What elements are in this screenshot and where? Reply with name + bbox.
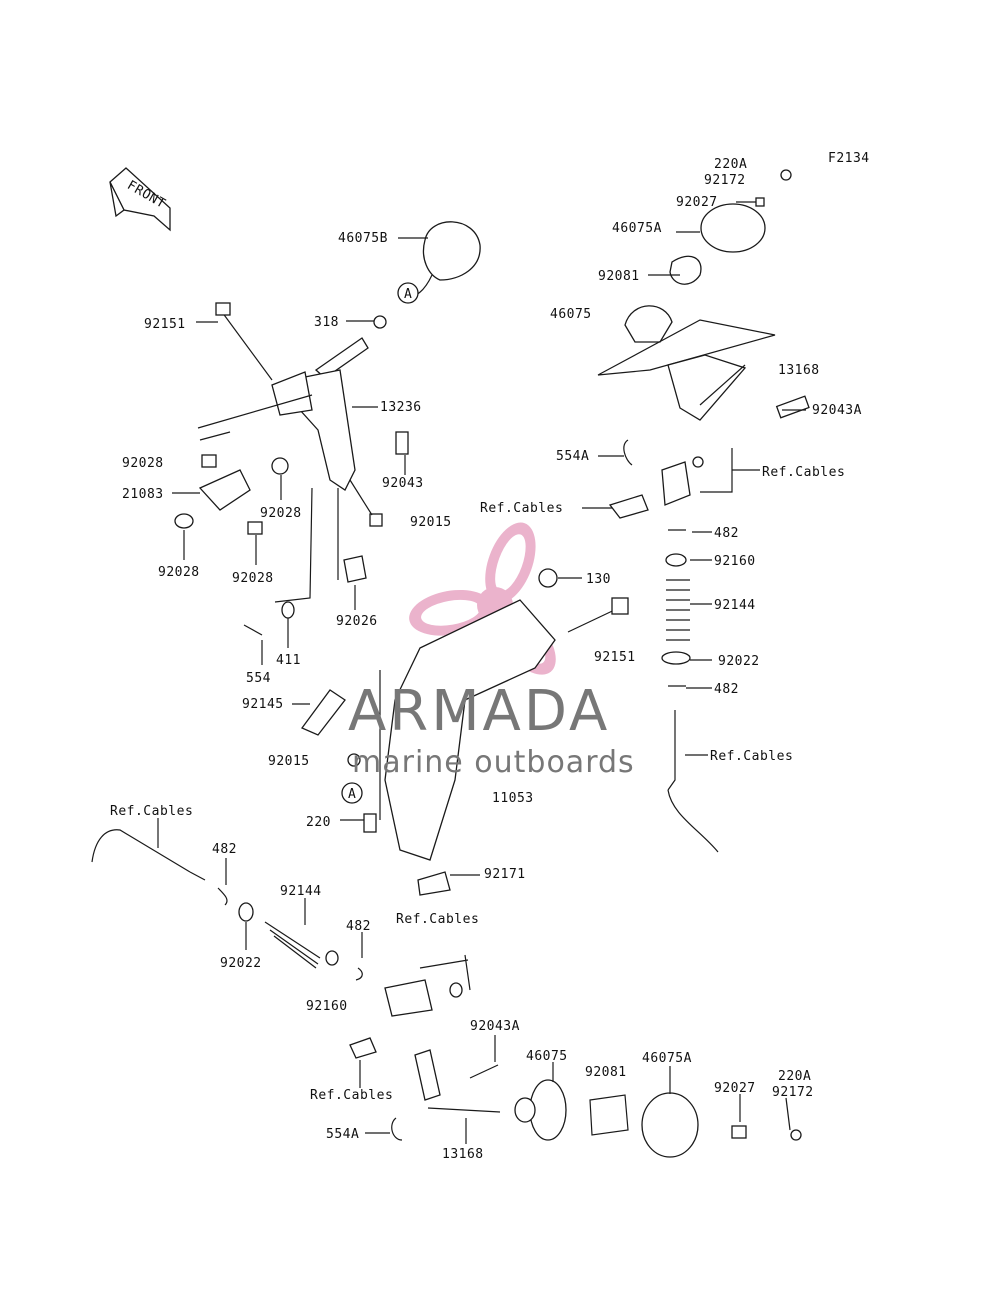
part-label: 11053 (492, 791, 534, 806)
svg-text:A: A (404, 287, 412, 302)
part-label: 220A (714, 157, 747, 172)
cap-46075 (624, 305, 673, 343)
part-label: 92028 (122, 456, 164, 471)
watermark-tagline: marine outboards (352, 745, 635, 780)
knob-46075A (700, 203, 766, 253)
part-label: 554A (556, 449, 589, 464)
knob-46075B (422, 221, 481, 281)
part-label: 554A (326, 1127, 359, 1142)
part-label: 92022 (718, 654, 760, 669)
part-label: 220A (778, 1069, 811, 1084)
part-label: Ref.Cables (110, 804, 193, 819)
callout-a-upper: A (397, 282, 419, 304)
part-label: 13236 (380, 400, 422, 415)
part-label: 92172 (772, 1085, 814, 1100)
lower-left-assembly (91, 829, 501, 1141)
part-label: Ref.Cables (310, 1088, 393, 1103)
part-label: 92160 (714, 554, 756, 569)
part-label: 220 (306, 815, 331, 830)
callout-a-lower: A (341, 782, 363, 804)
shift-lever-assembly (174, 221, 481, 636)
part-label: 92043A (812, 403, 862, 418)
part-label: 411 (276, 653, 301, 668)
part-label: 554 (246, 671, 271, 686)
part-label: 482 (714, 682, 739, 697)
part-label: 92026 (336, 614, 378, 629)
part-label: 92172 (704, 173, 746, 188)
part-label: 92022 (220, 956, 262, 971)
part-label: 46075B (338, 231, 388, 246)
front-arrow-icon: FRONT (109, 167, 171, 232)
part-label: Ref.Cables (480, 501, 563, 516)
knob-46075A-lower (641, 1092, 699, 1158)
part-label: 13168 (442, 1147, 484, 1162)
part-label: Ref.Cables (396, 912, 479, 927)
part-label: 92151 (594, 650, 636, 665)
part-label: 46075A (612, 221, 662, 236)
part-label: 92144 (280, 884, 322, 899)
part-label: 92028 (232, 571, 274, 586)
part-label: Ref.Cables (710, 749, 793, 764)
part-label: 482 (346, 919, 371, 934)
part-label: 92027 (714, 1081, 756, 1096)
part-label: 92028 (260, 506, 302, 521)
leader-lines (157, 201, 806, 1144)
part-label: 482 (714, 526, 739, 541)
part-label: 92015 (410, 515, 452, 530)
svg-text:A: A (348, 787, 356, 802)
part-label: 92081 (598, 269, 640, 284)
block-21083 (198, 469, 251, 511)
part-label: 21083 (122, 487, 164, 502)
spring-92145 (300, 689, 346, 736)
part-label: 92015 (268, 754, 310, 769)
part-label: Ref.Cables (762, 465, 845, 480)
bracket-11053 (300, 568, 629, 896)
part-label: 92043A (470, 1019, 520, 1034)
part-label: 46075 (526, 1049, 568, 1064)
part-label: 13168 (778, 363, 820, 378)
watermark-brand: ARMADA (348, 679, 610, 744)
part-label: 92027 (676, 195, 718, 210)
part-label: 92145 (242, 697, 284, 712)
part-label: 46075A (642, 1051, 692, 1066)
part-label: 92160 (306, 999, 348, 1014)
part-label: 92144 (714, 598, 756, 613)
part-label: 92028 (158, 565, 200, 580)
figure-code: F2134 (828, 151, 870, 166)
part-label: 130 (586, 572, 611, 587)
part-label: 482 (212, 842, 237, 857)
part-label: 318 (314, 315, 339, 330)
upper-right-assembly (597, 169, 810, 853)
part-label: 92151 (144, 317, 186, 332)
part-label: 92171 (484, 867, 526, 882)
part-label: 46075 (550, 307, 592, 322)
part-label: 92043 (382, 476, 424, 491)
lower-right-assembly (514, 1079, 802, 1158)
part-label: 92081 (585, 1065, 627, 1080)
